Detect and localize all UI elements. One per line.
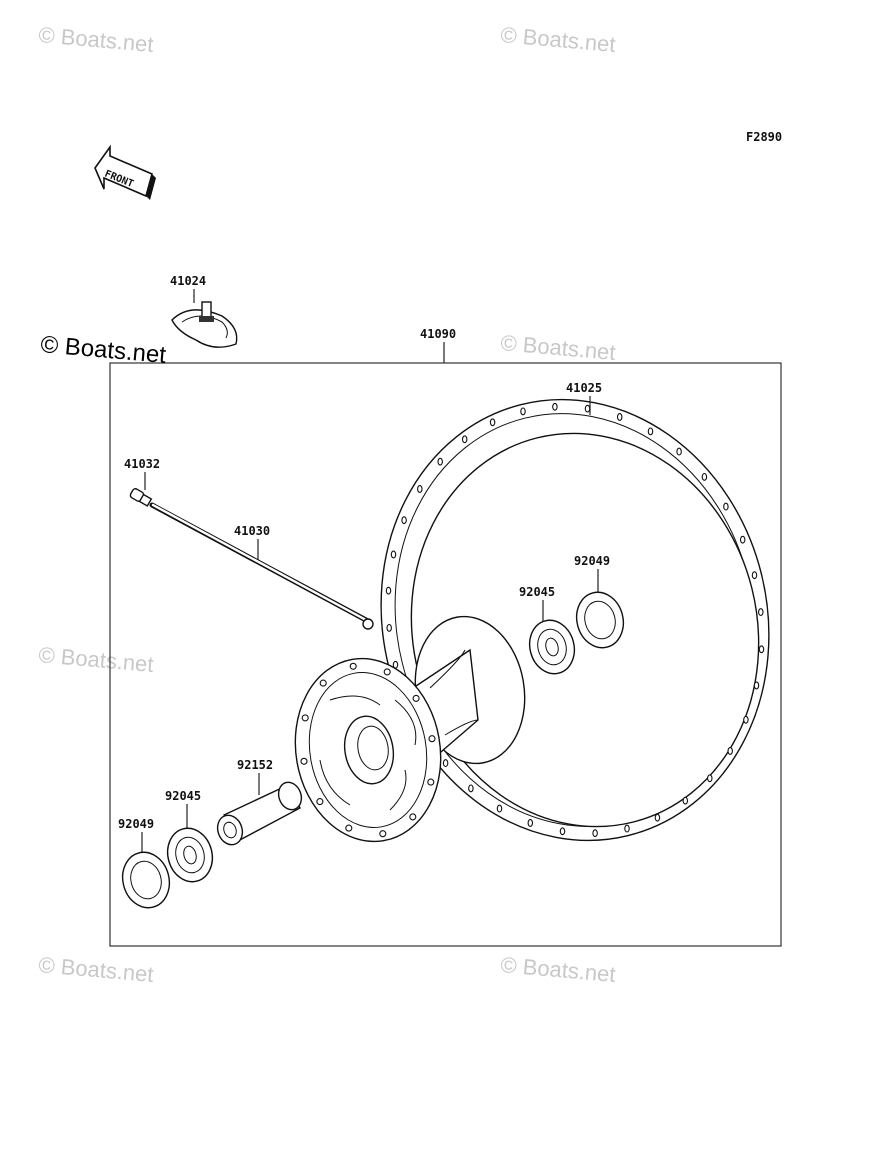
hub-hole bbox=[319, 679, 327, 687]
hub-hole bbox=[345, 824, 353, 832]
hub-hole bbox=[412, 694, 420, 702]
rim-hole bbox=[758, 608, 764, 617]
part-label-nipple: 41032 bbox=[124, 457, 160, 471]
part-label-bearing-right: 92045 bbox=[519, 585, 555, 599]
rim-hole bbox=[386, 623, 392, 632]
rim-hole bbox=[496, 804, 503, 813]
hub-hole bbox=[427, 778, 435, 786]
hub-hole bbox=[301, 714, 309, 722]
rim-hole bbox=[592, 829, 598, 838]
rim-hole bbox=[559, 827, 566, 836]
valve-part: 41024 bbox=[170, 274, 238, 348]
bearing-right-part: 92045 bbox=[519, 585, 576, 675]
hub-hole bbox=[349, 662, 357, 670]
rim-hole bbox=[758, 645, 765, 654]
oil-seal-left-part: 92049 bbox=[118, 817, 171, 909]
rim-hole bbox=[417, 485, 423, 493]
spoke-part: 41030 bbox=[149, 502, 374, 630]
part-label-bearing-left: 92045 bbox=[165, 789, 201, 803]
watermark-prominent: © Boats.net bbox=[39, 331, 167, 369]
nipple-part: 41032 bbox=[124, 457, 160, 507]
rim-hole bbox=[527, 819, 534, 827]
part-label-oil-seal-right: 92049 bbox=[574, 554, 610, 568]
assembly-frame bbox=[109, 362, 782, 947]
rim-hole bbox=[401, 516, 407, 525]
part-label-rim: 41025 bbox=[566, 381, 602, 395]
rim-hole bbox=[390, 550, 397, 559]
rim-hole bbox=[743, 715, 749, 724]
rim-hole bbox=[739, 535, 746, 544]
part-label-wheel-assembly: 41090 bbox=[420, 327, 456, 341]
oil-seal-right-part: 92049 bbox=[574, 554, 625, 649]
hub-holes bbox=[300, 662, 436, 838]
collar-part: 92152 bbox=[216, 758, 303, 846]
rim-hole bbox=[584, 404, 591, 413]
rim-hole bbox=[442, 759, 449, 768]
rim-hole bbox=[552, 402, 558, 411]
hub-hole bbox=[409, 813, 417, 821]
rim-hole bbox=[461, 435, 468, 444]
hub-part bbox=[294, 615, 526, 843]
watermark: © Boats.net bbox=[500, 330, 617, 365]
part-label-spoke: 41030 bbox=[234, 524, 270, 538]
rim-hole bbox=[624, 824, 630, 833]
rim-hole bbox=[753, 681, 760, 690]
figure-code: F2890 bbox=[746, 130, 782, 144]
watermark: © Boats.net bbox=[500, 952, 617, 987]
front-arrow-icon: FRONT bbox=[94, 144, 156, 200]
rim-hole bbox=[751, 571, 758, 580]
rim-hole bbox=[701, 472, 708, 481]
watermark: © Boats.net bbox=[38, 952, 155, 987]
part-label-oil-seal-left: 92049 bbox=[118, 817, 154, 831]
rim-hole bbox=[682, 796, 689, 805]
hub-hole bbox=[316, 798, 324, 806]
rim-hole bbox=[654, 813, 661, 822]
rim-hole bbox=[468, 784, 474, 793]
watermark: © Boats.net bbox=[38, 22, 155, 57]
bearing-left-part: 92045 bbox=[165, 789, 214, 883]
rim-hole bbox=[437, 457, 443, 466]
rim-hole bbox=[647, 427, 654, 436]
watermark: © Boats.net bbox=[38, 642, 155, 677]
watermark: © Boats.net bbox=[500, 22, 617, 57]
hub-hole bbox=[428, 735, 436, 743]
hub-hole bbox=[383, 668, 391, 676]
part-label-valve: 41024 bbox=[170, 274, 206, 288]
rim-hole bbox=[723, 502, 729, 511]
rim-hole bbox=[616, 413, 623, 421]
rim-hole bbox=[520, 407, 526, 416]
rim-hole bbox=[676, 447, 682, 456]
rim-hole bbox=[489, 418, 496, 427]
part-label-collar: 92152 bbox=[237, 758, 273, 772]
rim-hole bbox=[727, 747, 733, 755]
rim-hole bbox=[707, 774, 713, 783]
rim-hole bbox=[385, 586, 392, 595]
hub-hole bbox=[379, 830, 387, 838]
hub-hole bbox=[300, 757, 308, 765]
